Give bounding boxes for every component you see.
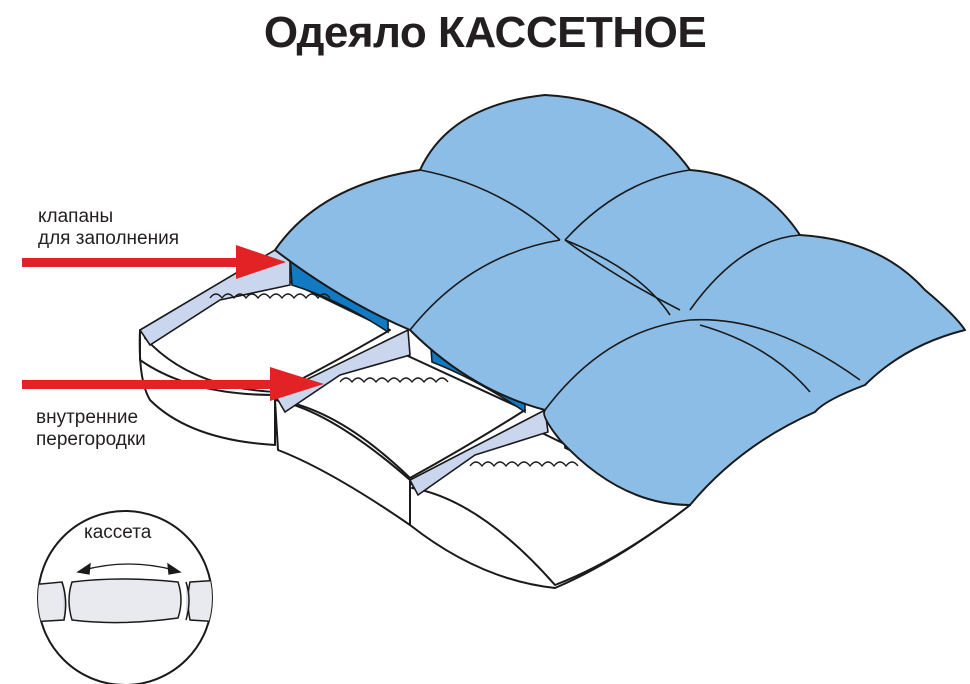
valve-middle bbox=[273, 328, 411, 414]
fill-scallops bbox=[209, 293, 579, 468]
arrow-head-bottom bbox=[270, 367, 324, 401]
label-inner-walls: внутренние перегородки bbox=[36, 407, 146, 451]
detail-cell-left bbox=[38, 581, 67, 623]
label-walls-line1: внутренние bbox=[36, 407, 139, 428]
red-arrow-valves bbox=[22, 245, 286, 279]
label-cassette: кассета bbox=[84, 522, 152, 543]
double-headed-arrow-icon bbox=[76, 562, 182, 575]
detail-divider-left bbox=[61, 581, 67, 621]
label-valves: клапаны для заполнения bbox=[38, 206, 179, 250]
valves bbox=[138, 249, 549, 497]
quilt-top-surface bbox=[274, 94, 966, 506]
quilt-top bbox=[274, 94, 966, 506]
quilt-seams bbox=[409, 169, 861, 411]
arrow-head-top bbox=[236, 245, 286, 279]
arrow-shaft-bottom bbox=[22, 380, 278, 389]
detail-cell-center bbox=[68, 578, 182, 624]
red-arrow-walls bbox=[22, 367, 324, 401]
detail-divider-right bbox=[185, 581, 190, 621]
label-valves-line1: клапаны bbox=[38, 206, 114, 227]
arrow-shaft-top bbox=[22, 258, 244, 267]
valve-right bbox=[408, 408, 549, 497]
detail-cell-right bbox=[187, 579, 212, 623]
diagram-title: Одеяло КАССЕТНОЕ bbox=[263, 8, 707, 57]
cassette-detail-circle bbox=[37, 510, 213, 684]
label-valves-line2: для заполнения bbox=[38, 228, 179, 249]
label-walls-line2: перегородки bbox=[36, 429, 146, 450]
